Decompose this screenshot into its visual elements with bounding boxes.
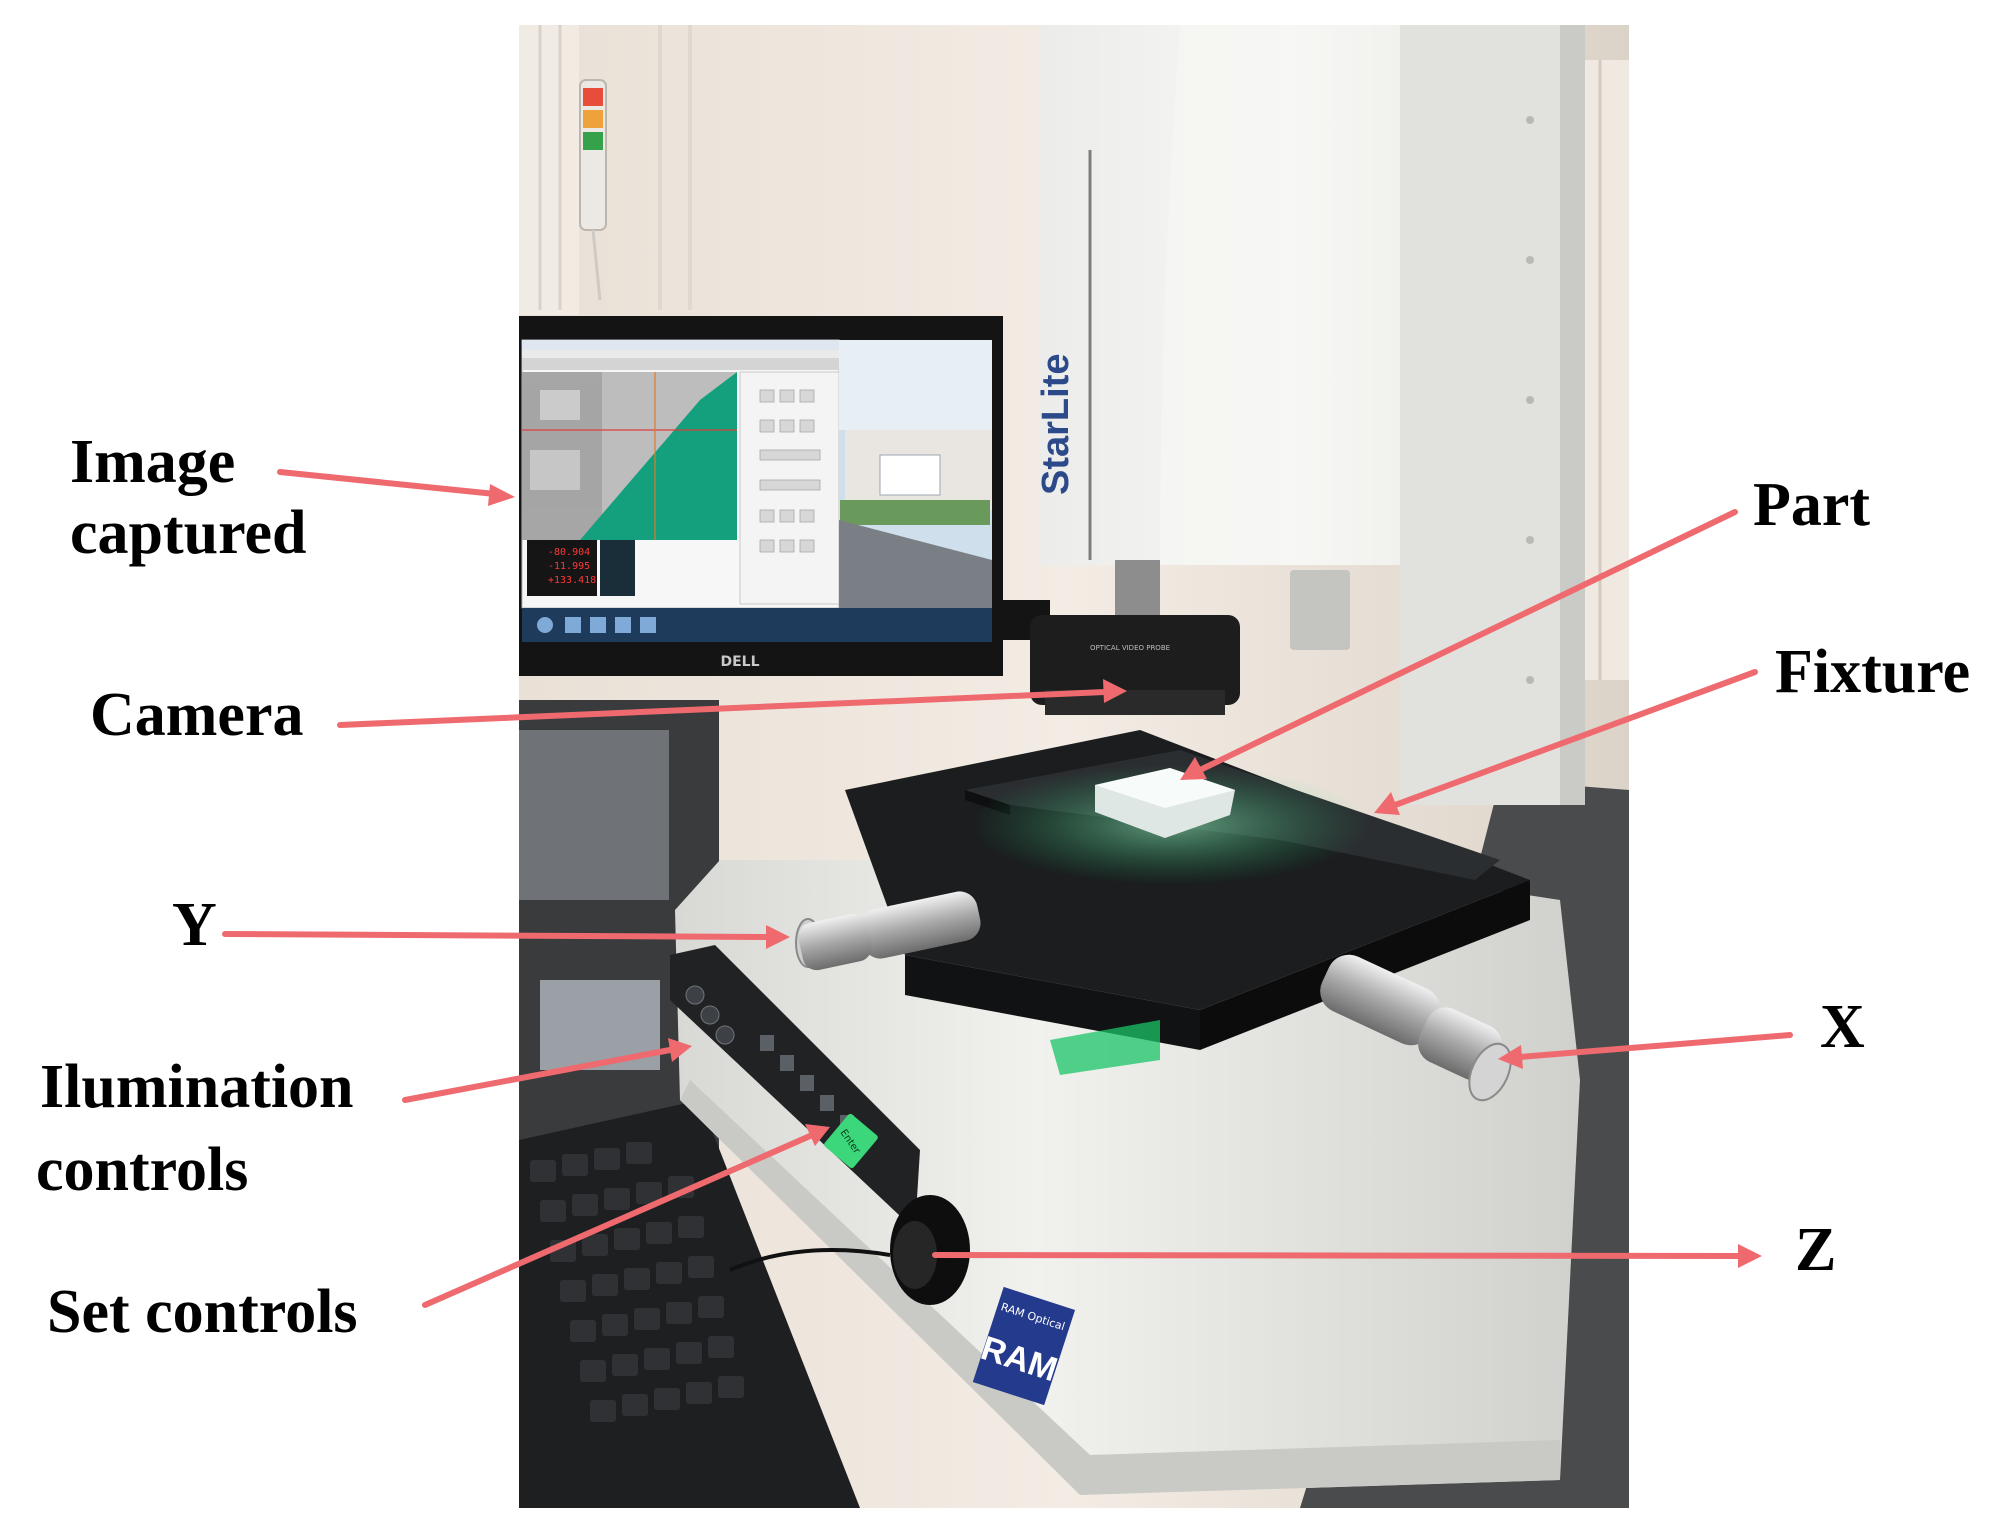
left-rack	[519, 730, 669, 900]
signal-tower-light	[579, 79, 607, 301]
dro-value-2: -11.995	[548, 561, 590, 572]
machine-column: StarLite	[1035, 25, 1585, 805]
machine-brand-logo: StarLite	[1035, 354, 1077, 495]
monitor: -80.904 -11.995 +133.418	[519, 316, 1003, 676]
x-knob	[1320, 954, 1512, 1102]
camera-lens-assembly: OPTICAL VIDEO PROBE	[1030, 560, 1240, 715]
label-illumination-line2: controls	[36, 1136, 248, 1204]
label-image-captured-line1: Image	[70, 428, 235, 496]
label-image-captured-line2: captured	[70, 499, 307, 567]
optical-probe-label: OPTICAL VIDEO PROBE	[1090, 644, 1170, 652]
ram-badge: RAM Optical RAM	[972, 1286, 1076, 1406]
label-set-controls: Set controls	[47, 1278, 358, 1346]
callout-labels: Image captured Camera Part Fixture Y X I…	[36, 428, 1970, 1346]
y-knob	[795, 891, 981, 971]
arrow-illumination	[402, 1038, 692, 1103]
label-z: Z	[1795, 1216, 1836, 1284]
arrow-camera	[337, 679, 1127, 728]
dro-value-3: +133.418	[548, 575, 596, 586]
arrow-x	[1498, 1032, 1793, 1069]
dro-panel	[527, 540, 597, 596]
monitor-brand-logo: DELL	[720, 654, 759, 670]
label-y: Y	[172, 891, 217, 959]
label-x: X	[1820, 993, 1865, 1061]
screen-green-part	[580, 372, 737, 540]
callout-arrows	[222, 469, 1793, 1308]
photo: -80.904 -11.995 +133.418	[519, 25, 1629, 1508]
xy-stage	[845, 730, 1530, 1075]
arrow-part	[1180, 509, 1738, 780]
label-illumination-line1: Ilumination	[40, 1053, 354, 1121]
arrow-z	[932, 1244, 1762, 1268]
arrow-set-controls	[422, 1124, 830, 1308]
label-camera: Camera	[90, 681, 303, 749]
arrow-y	[222, 925, 790, 949]
keyboard	[519, 1100, 860, 1508]
dro-value-1: -80.904	[548, 547, 590, 558]
enter-key	[824, 1113, 878, 1169]
arrow-fixture	[1374, 669, 1758, 815]
window-blinds	[519, 25, 692, 315]
label-fixture: Fixture	[1775, 638, 1970, 706]
arrow-image-captured	[277, 469, 515, 506]
label-part: Part	[1753, 471, 1870, 539]
